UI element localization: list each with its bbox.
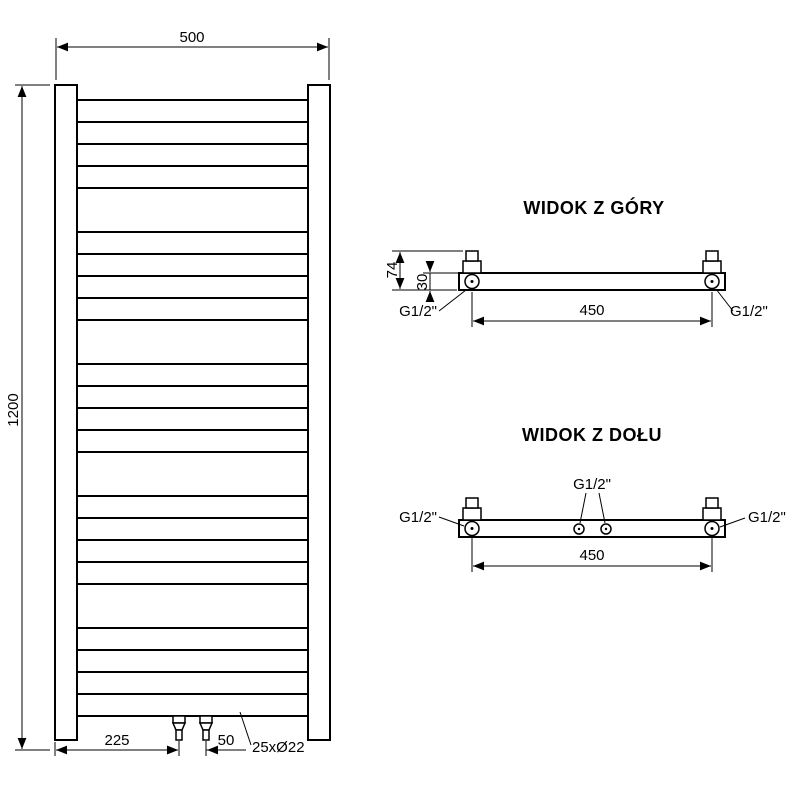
dim-label-1200: 1200 xyxy=(5,393,22,426)
valve-right-stem xyxy=(202,729,210,741)
bottom-right-fitting xyxy=(702,497,722,521)
tubes-count-label: 25xØ22 xyxy=(252,739,305,756)
dim-label-500: 500 xyxy=(179,29,204,46)
dim-label-450-bottom: 450 xyxy=(579,547,604,564)
top-view: WIDOK Z GÓRY 74 30 xyxy=(384,197,768,327)
bottom-left-fitting xyxy=(462,497,482,521)
bottom-collector-bar xyxy=(458,519,726,538)
dim-label-74: 74 xyxy=(384,262,401,279)
tubes-leader-line xyxy=(239,711,252,746)
fitting-base xyxy=(462,260,482,274)
height-dimension: 1200 xyxy=(5,84,50,751)
bottom-view-title: WIDOK Z DOŁU xyxy=(522,425,662,445)
leader-line xyxy=(438,516,465,527)
dim-label-225: 225 xyxy=(104,732,129,749)
valve-left xyxy=(171,715,187,741)
bottom-view: WIDOK Z DOŁU G1/2" G1/2" G1/2" xyxy=(399,425,786,572)
leader-line xyxy=(715,288,734,312)
fitting-head xyxy=(705,250,719,262)
valve-left-cap xyxy=(172,715,186,724)
leader-line xyxy=(598,492,606,524)
depth-dimensions: 74 30 xyxy=(384,250,463,302)
center-mark xyxy=(604,527,608,531)
radiator-right-rail xyxy=(307,84,331,741)
bottom-dimensions: 225 50 25xØ22 xyxy=(54,711,305,756)
top-right-fitting xyxy=(702,250,722,274)
valve-right xyxy=(198,715,214,741)
dim-label-450-top: 450 xyxy=(579,302,604,319)
top-left-fitting xyxy=(462,250,482,274)
width-dimension: 500 xyxy=(55,29,330,80)
top-left-connection-label: G1/2" xyxy=(399,303,437,320)
valve-right-cap xyxy=(199,715,213,724)
center-mark xyxy=(470,280,474,283)
fitting-base xyxy=(702,507,722,521)
bottom-right-connection-label: G1/2" xyxy=(748,509,786,526)
center-mark xyxy=(710,527,714,530)
bottom-center-connection-label: G1/2" xyxy=(573,476,611,493)
radiator-left-rail xyxy=(54,84,78,741)
dim-label-50: 50 xyxy=(218,732,235,749)
bottom-left-connection-label: G1/2" xyxy=(399,509,437,526)
center-mark xyxy=(470,527,474,530)
valve-left-stem xyxy=(175,729,183,741)
fitting-head xyxy=(465,497,479,509)
front-view: 500 1200 225 50 25xØ22 xyxy=(5,29,331,756)
top-right-connection-label: G1/2" xyxy=(730,303,768,320)
top-span-dimension: 450 xyxy=(471,292,713,327)
dim-label-30: 30 xyxy=(414,274,431,291)
bottom-span-dimension: 450 xyxy=(471,538,713,572)
leader-line xyxy=(719,517,746,528)
leader-line xyxy=(438,289,467,312)
fitting-head xyxy=(705,497,719,509)
top-collector-bar xyxy=(458,272,726,291)
center-mark xyxy=(577,527,581,531)
fitting-base xyxy=(462,507,482,521)
fitting-head xyxy=(465,250,479,262)
fitting-base xyxy=(702,260,722,274)
valve-left-body xyxy=(171,722,187,731)
leader-line xyxy=(579,492,587,524)
center-mark xyxy=(710,280,714,283)
top-view-title: WIDOK Z GÓRY xyxy=(523,197,664,218)
radiator-tubes xyxy=(77,99,308,717)
valve-right-body xyxy=(198,722,214,731)
